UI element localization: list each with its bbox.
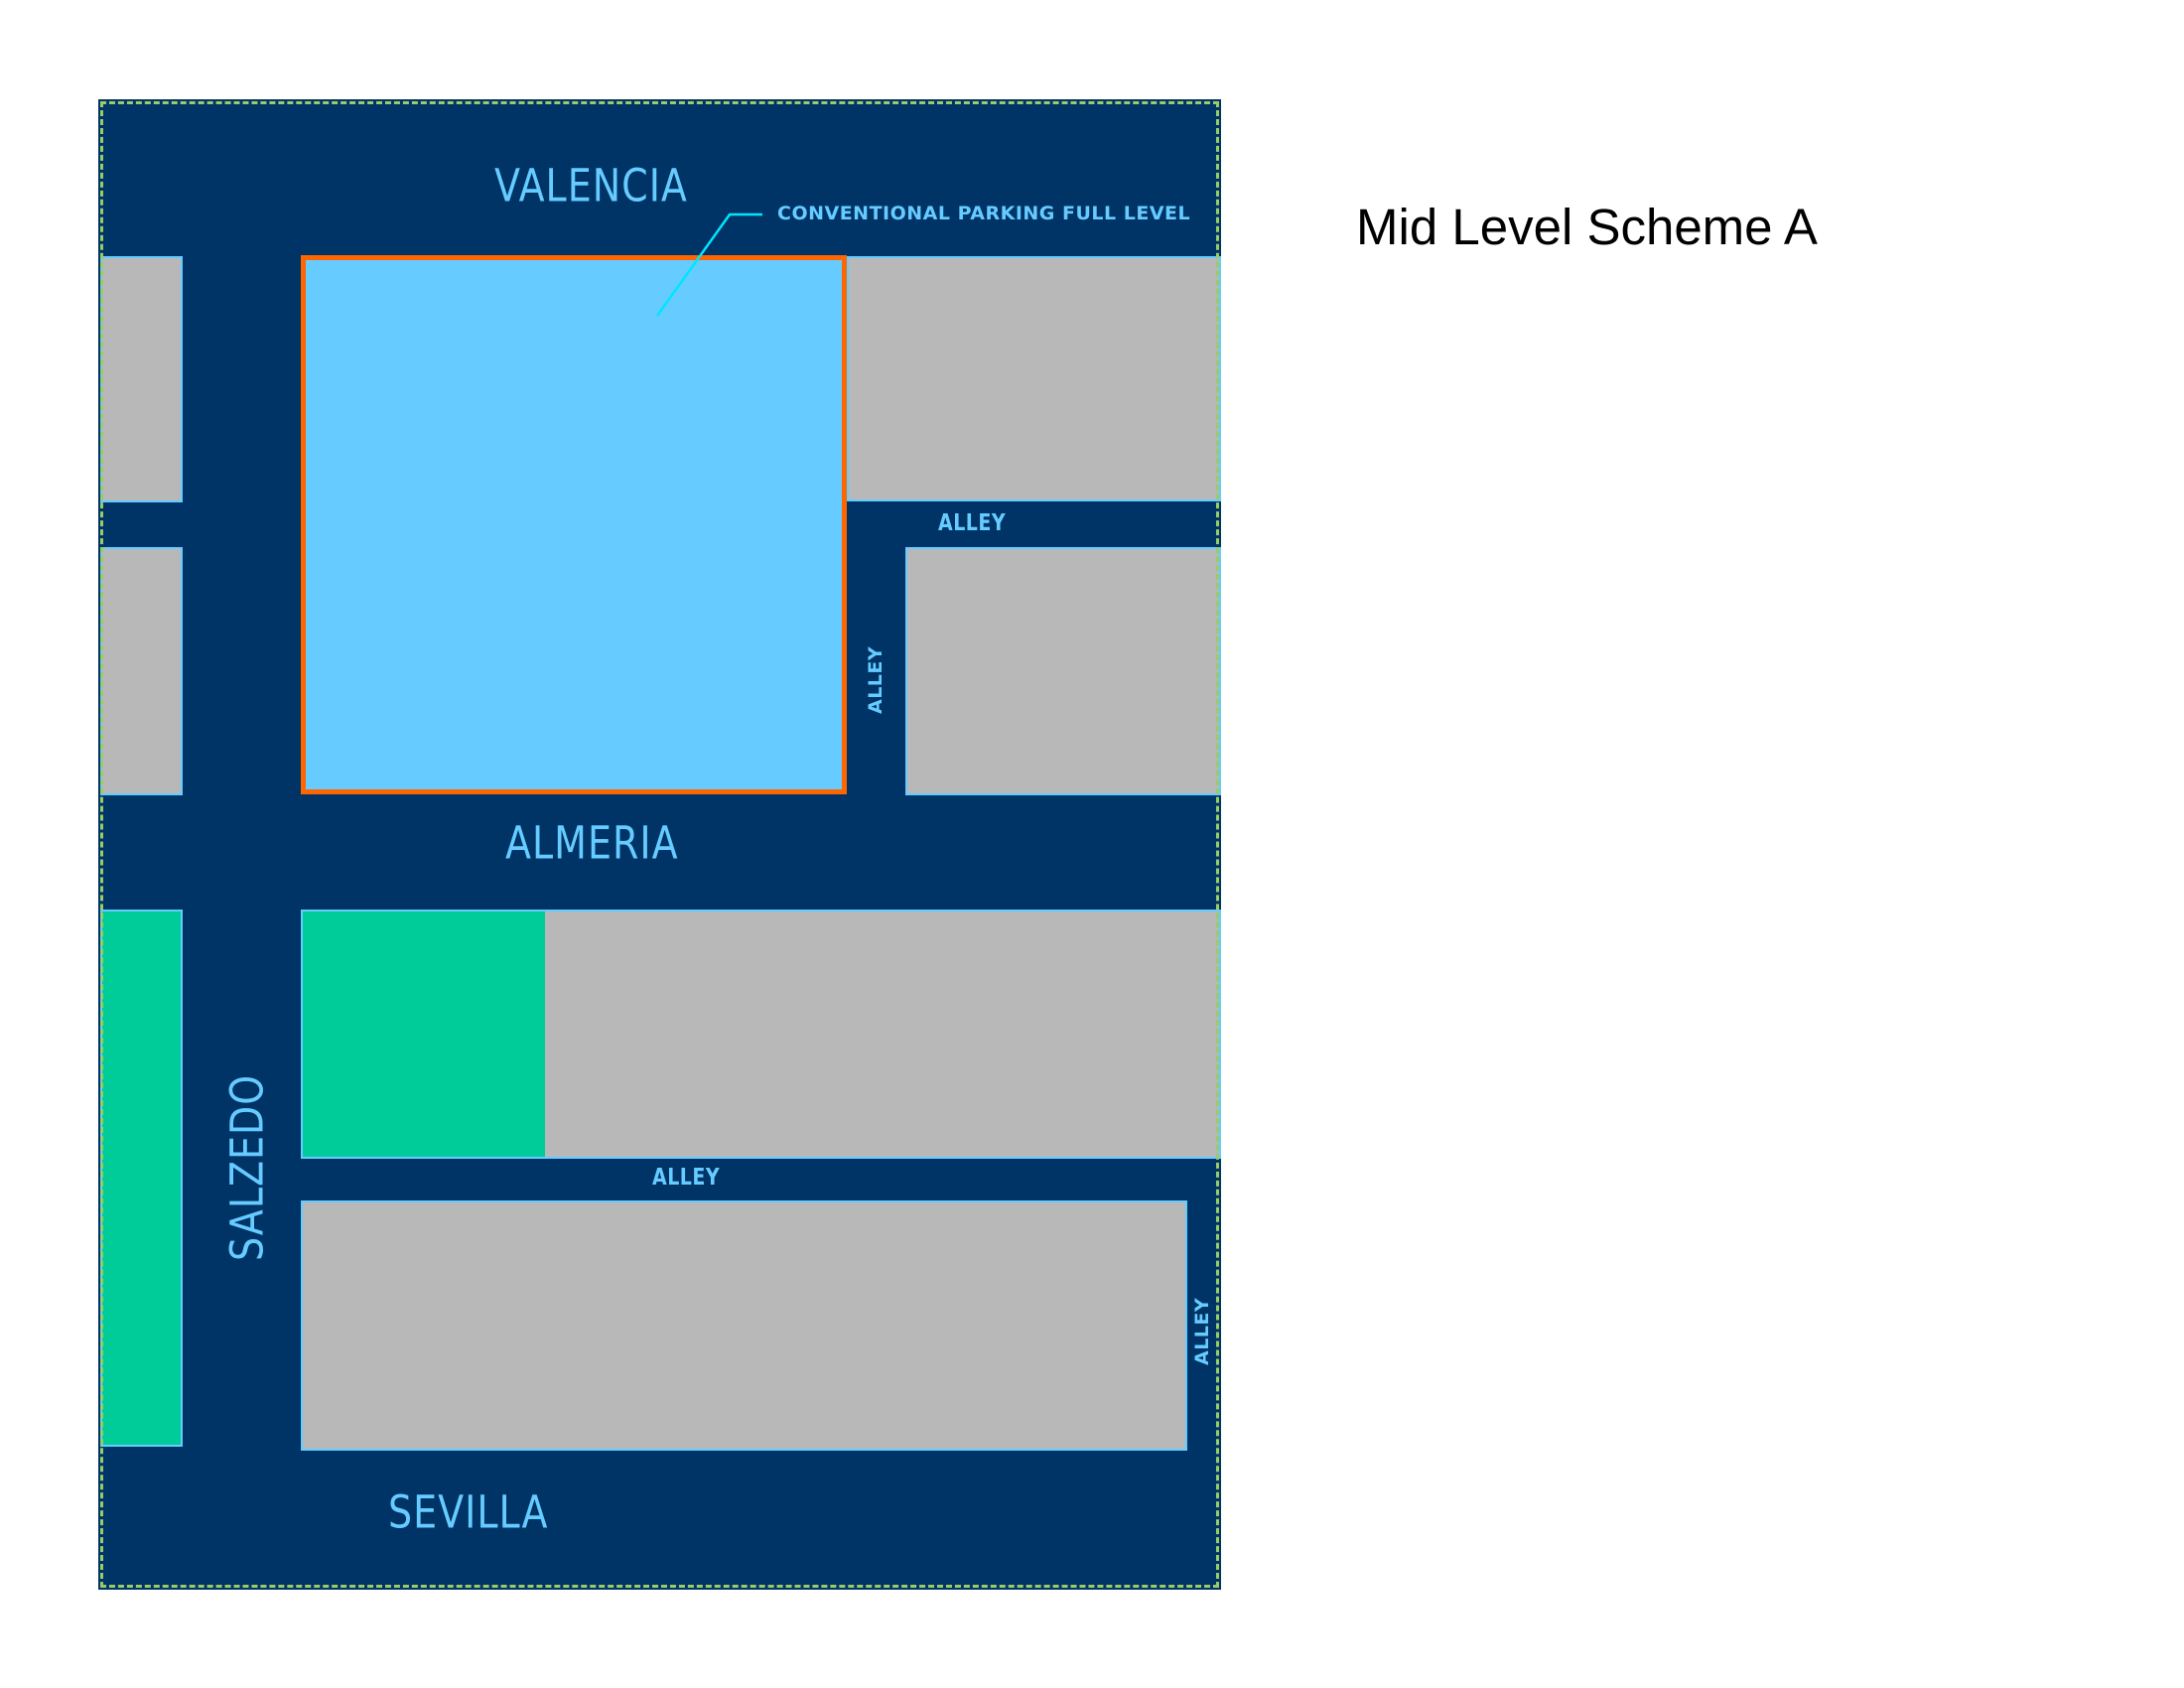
- alley-label-bottom: ALLEY: [652, 1164, 721, 1191]
- alley-label-top: ALLEY: [938, 509, 1007, 536]
- block-left-bottom-green: [100, 910, 183, 1447]
- scheme-title: Mid Level Scheme A: [1356, 199, 1818, 255]
- street-label-salzedo: SALZEDO: [220, 1073, 274, 1261]
- alley-label-vertical-bottom: ALLEY: [1191, 1297, 1213, 1365]
- parking-callout-label: CONVENTIONAL PARKING FULL LEVEL: [777, 203, 1191, 224]
- site-plan-map: VALENCIA ALMERIA SEVILLA SALZEDO ALLEY A…: [98, 99, 1221, 1590]
- block-left-middle: [100, 547, 183, 795]
- block-bottom: [301, 1200, 1187, 1451]
- parking-block-conventional: [301, 255, 847, 794]
- street-label-valencia: VALENCIA: [494, 159, 688, 212]
- block-left-top: [100, 256, 183, 502]
- block-middle-green: [301, 910, 545, 1159]
- street-label-sevilla: SEVILLA: [388, 1485, 549, 1539]
- block-right-middle: [905, 547, 1221, 795]
- block-top-right: [847, 256, 1221, 501]
- alley-label-vertical-top: ALLEY: [865, 645, 887, 714]
- street-label-almeria: ALMERIA: [505, 816, 679, 870]
- block-middle-gray: [545, 910, 1221, 1159]
